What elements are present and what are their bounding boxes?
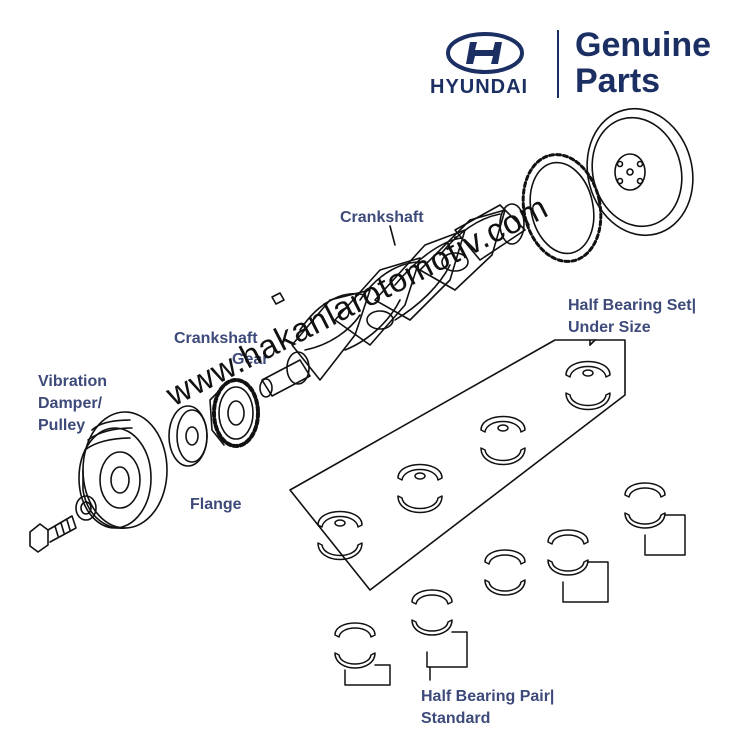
flange <box>168 405 208 467</box>
bearing-pairs-standard <box>334 482 686 686</box>
label-crankshaft: Crankshaft <box>340 209 424 226</box>
bolt <box>29 515 77 553</box>
leader-half-set-2 <box>589 339 596 346</box>
label-vibration-line1: Vibration <box>38 373 108 390</box>
toothed-ring <box>521 153 603 263</box>
hyundai-wordmark: HYUNDAI <box>430 76 529 98</box>
crankshaft-gear <box>209 378 260 448</box>
leader-crankshaft <box>389 225 396 246</box>
label-vibration-line2: Damper/ <box>38 395 103 412</box>
label-half-bearing-pair-line1: Half Bearing Pair| <box>421 688 555 705</box>
bearing-shells-set <box>317 360 611 561</box>
hyundai-logo-icon <box>446 32 524 74</box>
label-half-bearing-set-line2: Under Size <box>568 319 651 336</box>
label-crankshaft-gear-line2: Gear <box>232 351 269 368</box>
vibration-damper-pulley <box>78 411 168 530</box>
brand-parts: Parts <box>575 62 661 100</box>
label-vibration-line3: Pulley <box>38 417 86 434</box>
label-crankshaft-gear-line1: Crankshaft <box>174 330 258 347</box>
half-bearing-set-box <box>289 339 626 591</box>
washer <box>75 495 97 521</box>
brand-divider <box>557 30 559 98</box>
brand-genuine: Genuine <box>575 26 712 64</box>
crankshaft <box>259 203 526 398</box>
label-half-bearing-pair-line2: Standard <box>421 710 491 727</box>
label-half-bearing-set-line1: Half Bearing Set| <box>568 297 697 314</box>
label-flange: Flange <box>190 496 242 513</box>
woodruff-key <box>271 292 285 305</box>
